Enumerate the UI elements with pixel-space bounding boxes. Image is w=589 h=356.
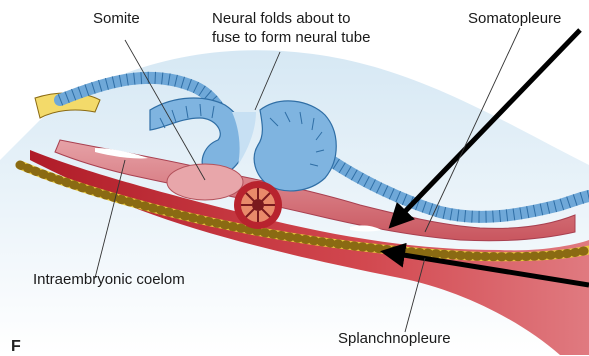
- label-splanchnopleure: Splanchnopleure: [338, 330, 451, 348]
- somite-block: [167, 164, 243, 200]
- neural-fold-right: [254, 101, 336, 191]
- notochord-rosette: [234, 181, 282, 229]
- label-somite: Somite: [93, 10, 140, 28]
- panel-letter: F: [11, 338, 21, 356]
- label-neural-folds-line2: fuse to form neural tube: [212, 29, 370, 47]
- label-neural-folds-line1: Neural folds about to: [212, 10, 350, 28]
- label-intraembryonic-coelom: Intraembryonic coelom: [33, 271, 185, 289]
- label-somatopleure: Somatopleure: [468, 10, 561, 28]
